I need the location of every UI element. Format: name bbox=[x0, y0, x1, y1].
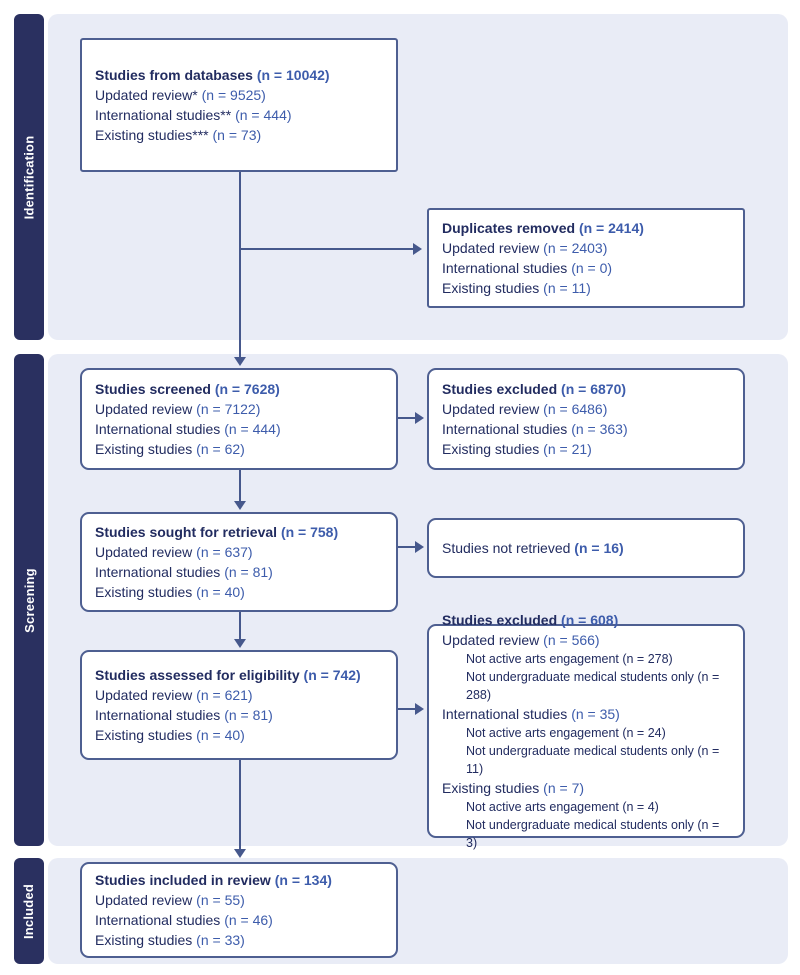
box-subline: Not active arts engagement (n = 278) bbox=[466, 652, 673, 666]
box-title: Studies from databases (n = 10042) bbox=[95, 67, 330, 83]
box-line: Existing studies (n = 40) bbox=[95, 584, 245, 600]
box-line: International studies (n = 0) bbox=[442, 260, 613, 276]
box-title: Duplicates removed (n = 2414) bbox=[442, 220, 644, 236]
identification-stage-bar: Identification bbox=[14, 14, 44, 340]
box-line: Updated review (n = 2403) bbox=[442, 240, 608, 256]
included-stage-bar: Included bbox=[14, 858, 44, 964]
box-line: Existing studies (n = 7) bbox=[442, 780, 585, 796]
arrowhead-down-icon bbox=[234, 849, 246, 858]
box-studies-excluded-eligibility: Studies excluded (n = 608) Updated review… bbox=[427, 612, 745, 850]
box-line: Existing studies (n = 62) bbox=[95, 441, 245, 457]
box-line: International studies (n = 35) bbox=[442, 706, 620, 722]
box-subline: Not active arts engagement (n = 24) bbox=[466, 726, 666, 740]
box-title: Studies excluded (n = 6870) bbox=[442, 381, 627, 397]
box-studies-sought-for-retrieval: Studies sought for retrieval (n = 758) Up… bbox=[80, 512, 398, 612]
box-line: Updated review (n = 621) bbox=[95, 687, 253, 703]
box-line: International studies** (n = 444) bbox=[95, 107, 292, 123]
box-line: International studies (n = 363) bbox=[442, 421, 628, 437]
identification-stage-label: Identification bbox=[21, 135, 37, 219]
box-line: Existing studies (n = 21) bbox=[442, 441, 592, 457]
box-studies-screened: Studies screened (n = 7628) Updated revie… bbox=[80, 368, 398, 470]
box-line: Updated review* (n = 9525) bbox=[95, 87, 266, 103]
box-line: Updated review (n = 55) bbox=[95, 892, 245, 908]
box-line: Updated review (n = 7122) bbox=[95, 401, 261, 417]
included-stage-label: Included bbox=[21, 883, 37, 939]
screening-stage-label: Screening bbox=[21, 567, 37, 633]
arrow-sought-to-assessed bbox=[239, 612, 241, 639]
box-line: International studies (n = 444) bbox=[95, 421, 281, 437]
arrowhead-down-icon bbox=[234, 639, 246, 648]
box-subline: Not undergraduate medical students only … bbox=[466, 818, 720, 850]
arrowhead-down-icon bbox=[234, 357, 246, 366]
box-studies-included-in-review: Studies included in review (n = 134) Upda… bbox=[80, 862, 398, 958]
box-studies-from-databases: Studies from databases (n = 10042) Update… bbox=[80, 38, 398, 172]
box-line: International studies (n = 46) bbox=[95, 912, 273, 928]
box-title: Studies sought for retrieval (n = 758) bbox=[95, 524, 339, 540]
arrow-assessed-to-excluded bbox=[398, 708, 415, 710]
box-title: Studies included in review (n = 134) bbox=[95, 872, 332, 888]
arrowhead-right-icon bbox=[413, 243, 422, 255]
arrow-screened-to-sought bbox=[239, 470, 241, 501]
box-title: Studies assessed for eligibility (n = 74… bbox=[95, 667, 361, 683]
box-line: Existing studies*** (n = 73) bbox=[95, 127, 262, 143]
arrowhead-right-icon bbox=[415, 412, 424, 424]
box-line: Updated review (n = 566) bbox=[442, 632, 600, 648]
box-studies-not-retrieved: Studies not retrieved (n = 16) bbox=[427, 518, 745, 578]
arrow-sought-to-not-retrieved bbox=[398, 546, 415, 548]
box-subline: Not active arts engagement (n = 4) bbox=[466, 800, 659, 814]
arrowhead-right-icon bbox=[415, 541, 424, 553]
box-title: Studies not retrieved (n = 16) bbox=[442, 540, 624, 556]
box-duplicates-removed: Duplicates removed (n = 2414) Updated rev… bbox=[427, 208, 745, 308]
box-line: Existing studies (n = 40) bbox=[95, 727, 245, 743]
box-studies-assessed-for-eligibility: Studies assessed for eligibility (n = 74… bbox=[80, 650, 398, 760]
box-line: Updated review (n = 637) bbox=[95, 544, 253, 560]
box-line: Existing studies (n = 33) bbox=[95, 932, 245, 948]
box-studies-excluded-screening: Studies excluded (n = 6870) Updated revie… bbox=[427, 368, 745, 470]
box-subline: Not undergraduate medical students only … bbox=[466, 670, 720, 702]
box-line: International studies (n = 81) bbox=[95, 707, 273, 723]
arrow-databases-to-screened bbox=[239, 172, 241, 358]
box-line: Updated review (n = 6486) bbox=[442, 401, 608, 417]
arrow-screened-to-excluded bbox=[398, 417, 415, 419]
box-subline: Not undergraduate medical students only … bbox=[466, 744, 720, 776]
box-line: International studies (n = 81) bbox=[95, 564, 273, 580]
screening-stage-bar: Screening bbox=[14, 354, 44, 846]
box-line: Existing studies (n = 11) bbox=[442, 280, 591, 296]
arrowhead-right-icon bbox=[415, 703, 424, 715]
arrow-assessed-to-included bbox=[239, 760, 241, 849]
box-title: Studies screened (n = 7628) bbox=[95, 381, 280, 397]
arrowhead-down-icon bbox=[234, 501, 246, 510]
arrow-branch-to-duplicates bbox=[240, 248, 413, 250]
box-title: Studies excluded (n = 608) bbox=[442, 612, 619, 628]
